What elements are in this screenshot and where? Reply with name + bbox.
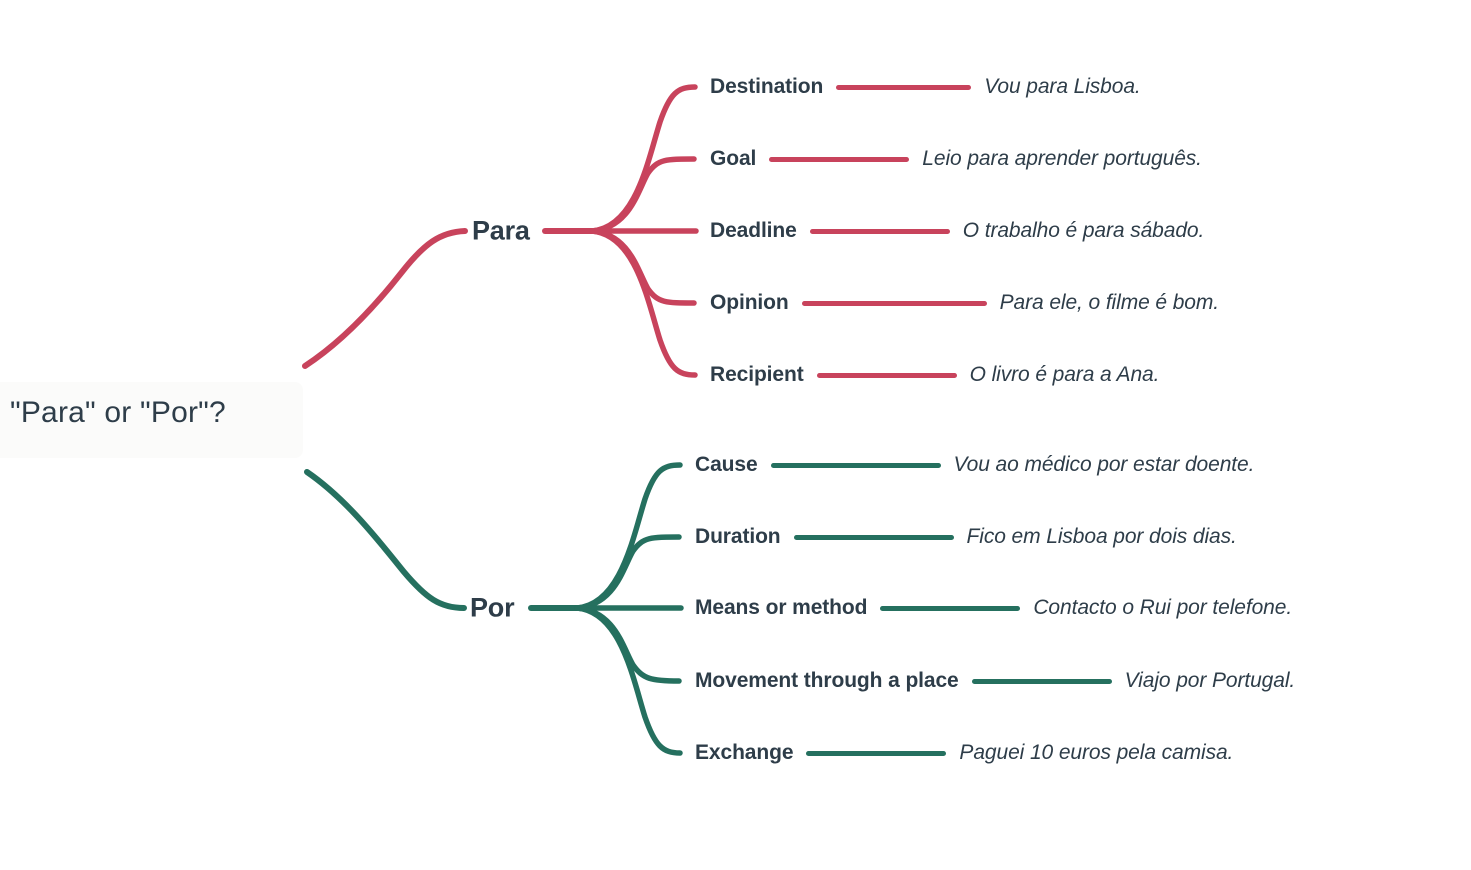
leaf-rule-exchange xyxy=(806,750,947,756)
leaf-rule-deadline xyxy=(809,228,950,234)
root-node-card xyxy=(0,382,303,458)
wire-por-movement xyxy=(574,605,682,684)
leaf-row-opinion[interactable]: Opinion Para ele, o filme é bom. xyxy=(710,291,1219,315)
wire-por-exchange xyxy=(574,605,683,756)
branch-label-por[interactable]: Por xyxy=(470,592,515,623)
wire-root-to-para xyxy=(302,228,468,369)
leaf-example-destination: Vou para Lisboa. xyxy=(984,75,1141,98)
branch-label-para[interactable]: Para xyxy=(472,215,530,246)
leaf-example-goal: Leio para aprender português. xyxy=(922,147,1202,170)
leaf-title-destination: Destination xyxy=(710,75,824,98)
leaf-rule-movement-through-a-place xyxy=(971,678,1112,684)
leaf-example-duration: Fico em Lisboa por dois dias. xyxy=(966,525,1237,548)
leaf-title-deadline: Deadline xyxy=(710,219,797,242)
wire-por-cause xyxy=(574,462,683,611)
wire-para-opinion xyxy=(589,228,697,306)
leaf-rule-goal xyxy=(769,156,910,162)
leaf-title-movement-through-a-place: Movement through a place xyxy=(695,669,959,692)
wire-para-goal xyxy=(589,156,697,234)
leaf-row-recipient[interactable]: Recipient O livro é para a Ana. xyxy=(710,363,1159,387)
leaf-title-means-or-method: Means or method xyxy=(695,596,868,619)
leaf-example-exchange: Paguei 10 euros pela camisa. xyxy=(959,741,1234,764)
leaf-title-recipient: Recipient xyxy=(710,363,804,386)
leaf-example-deadline: O trabalho é para sábado. xyxy=(962,219,1205,242)
leaf-row-cause[interactable]: Cause Vou ao médico por estar doente. xyxy=(695,453,1254,477)
leaf-row-exchange[interactable]: Exchange Paguei 10 euros pela camisa. xyxy=(695,741,1233,765)
leaf-example-movement-through-a-place: Viajo por Portugal. xyxy=(1124,669,1296,692)
leaf-rule-opinion xyxy=(801,300,987,306)
leaf-row-means-or-method[interactable]: Means or method Contacto o Rui por telef… xyxy=(695,596,1292,620)
leaf-rule-means-or-method xyxy=(880,605,1021,611)
leaf-row-goal[interactable]: Goal Leio para aprender português. xyxy=(710,147,1202,171)
leaf-example-recipient: O livro é para a Ana. xyxy=(969,363,1160,386)
leaf-title-opinion: Opinion xyxy=(710,291,789,314)
wire-por-duration xyxy=(574,534,682,611)
leaf-example-opinion: Para ele, o filme é bom. xyxy=(999,291,1219,314)
leaf-row-destination[interactable]: Destination Vou para Lisboa. xyxy=(710,75,1141,99)
wire-root-to-por xyxy=(304,469,467,611)
leaf-title-goal: Goal xyxy=(710,147,757,170)
leaf-example-means-or-method: Contacto o Rui por telefone. xyxy=(1033,596,1293,619)
leaf-example-cause: Vou ao médico por estar doente. xyxy=(953,453,1255,476)
leaf-row-movement-through-a-place[interactable]: Movement through a place Viajo por Portu… xyxy=(695,669,1295,693)
leaf-title-duration: Duration xyxy=(695,525,781,548)
wire-para-destination xyxy=(589,84,698,234)
wire-para-recipient xyxy=(589,228,698,378)
leaf-rule-cause xyxy=(770,462,941,468)
leaf-row-duration[interactable]: Duration Fico em Lisboa por dois dias. xyxy=(695,525,1237,549)
leaf-rule-recipient xyxy=(816,372,957,378)
leaf-rule-duration xyxy=(793,534,954,540)
leaf-rule-destination xyxy=(836,84,972,90)
root-node-label: "Para" or "Por"? xyxy=(10,396,226,429)
leaf-title-exchange: Exchange xyxy=(695,741,794,764)
leaf-row-deadline[interactable]: Deadline O trabalho é para sábado. xyxy=(710,219,1204,243)
leaf-title-cause: Cause xyxy=(695,453,758,476)
